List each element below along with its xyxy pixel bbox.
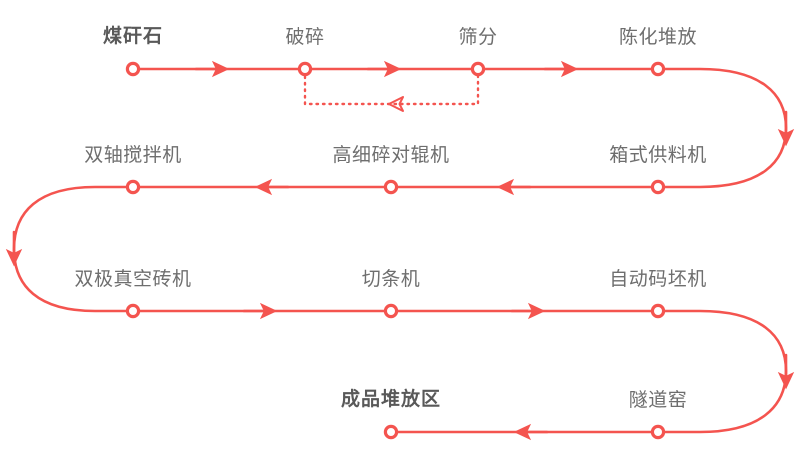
node-label-strip-cutter: 切条机	[361, 269, 421, 290]
node-circle-aging-stacking[interactable]	[650, 61, 666, 77]
node-circle-tunnel-kiln[interactable]	[650, 424, 666, 440]
node-circle-coal-gangue[interactable]	[125, 61, 141, 77]
node-label-box-feeder: 箱式供料机	[609, 145, 707, 166]
node-circle-twin-shaft-mixer[interactable]	[125, 179, 141, 195]
node-circle-box-feeder[interactable]	[650, 179, 666, 195]
node-label-crushing: 破碎	[285, 27, 325, 48]
node-label-twin-shaft-mixer: 双轴搅拌机	[84, 145, 182, 166]
u-turn-right-top	[656, 67, 788, 189]
node-circle-strip-cutter[interactable]	[383, 303, 399, 319]
node-circle-crushing[interactable]	[297, 61, 313, 77]
node-label-fine-roller-crusher: 高细碎对辊机	[332, 145, 450, 166]
node-label-aging-stacking: 陈化堆放	[618, 27, 698, 48]
node-circle-auto-stacker[interactable]	[650, 303, 666, 319]
node-label-coal-gangue: 煤矸石	[102, 26, 164, 47]
node-label-auto-stacker: 自动码坯机	[609, 269, 707, 290]
feedback-loop-path	[303, 67, 480, 106]
node-circle-vacuum-brick-machine[interactable]	[125, 303, 141, 319]
node-circle-fine-roller-crusher[interactable]	[383, 179, 399, 195]
node-label-screening: 筛分	[458, 27, 498, 48]
u-turn-right-bottom	[656, 309, 788, 434]
node-circle-finished-product-yard[interactable]	[383, 424, 399, 440]
node-label-vacuum-brick-machine: 双极真空砖机	[74, 269, 192, 290]
u-turn-left	[12, 185, 135, 313]
node-label-tunnel-kiln: 隧道窑	[628, 390, 688, 411]
node-circle-screening[interactable]	[470, 61, 486, 77]
node-label-finished-product-yard: 成品堆放区	[340, 389, 442, 410]
feedback-loop-arrowhead	[388, 96, 404, 112]
